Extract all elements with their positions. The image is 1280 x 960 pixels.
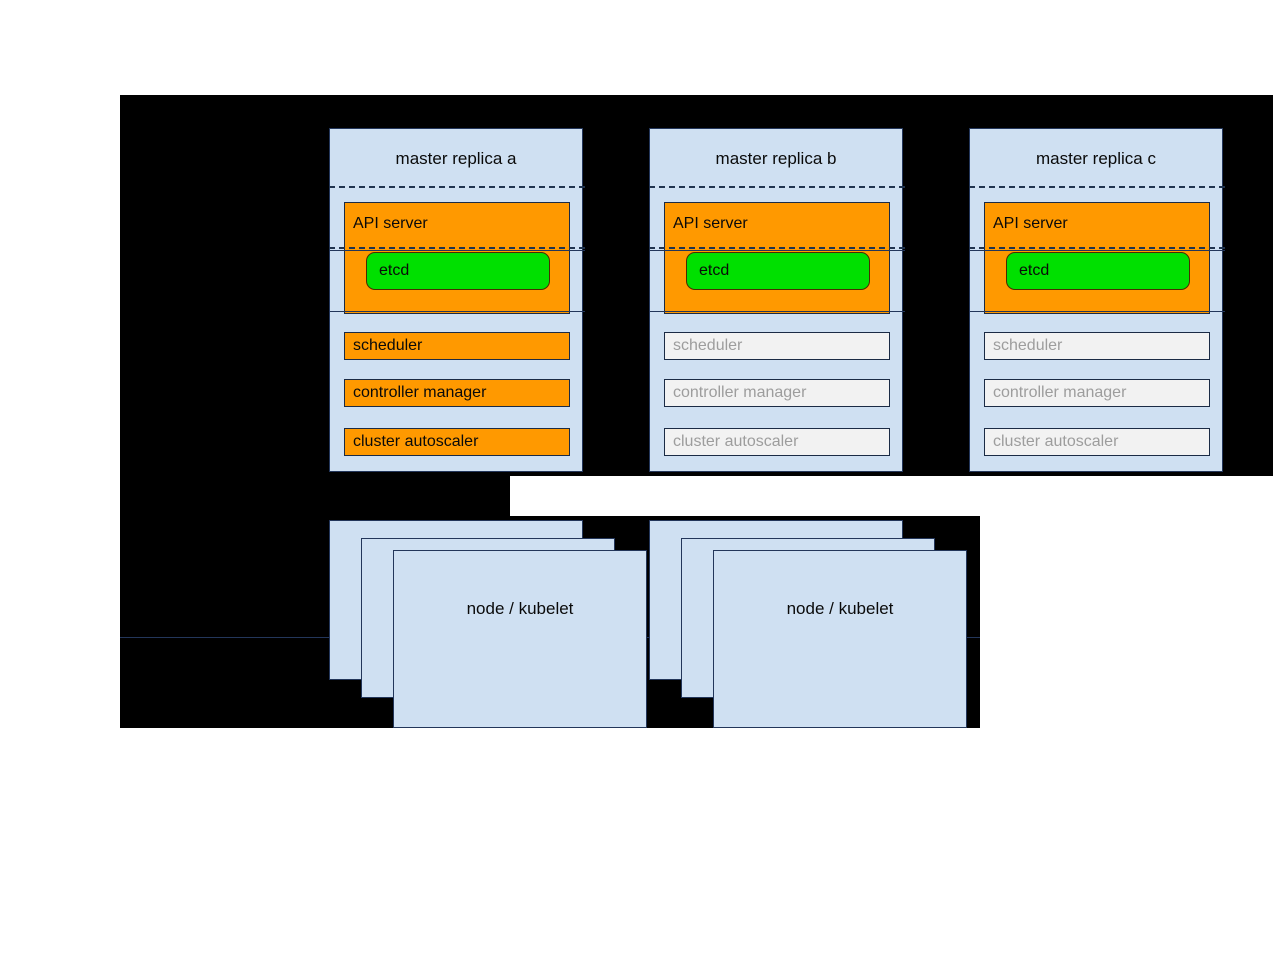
replica-c-api-server-label: API server (993, 215, 1068, 232)
replica-b-scheduler[interactable]: scheduler (664, 332, 890, 360)
replica-c-scheduler[interactable]: scheduler (984, 332, 1210, 360)
replica-b-cluster-autoscaler[interactable]: cluster autoscaler (664, 428, 890, 456)
master-replica-b-card[interactable]: master replica b API server etcd schedul… (649, 128, 905, 472)
replica-a-title-divider (329, 186, 585, 188)
replica-a-scheduler[interactable]: scheduler (344, 332, 570, 360)
replica-c-cluster-autoscaler[interactable]: cluster autoscaler (984, 428, 1210, 456)
replica-c-api-server-block[interactable]: API server etcd (984, 202, 1210, 314)
node-stack-1-label: node / kubelet (466, 599, 574, 618)
replica-c-title-divider (969, 186, 1225, 188)
replica-b-controller-manager[interactable]: controller manager (664, 379, 890, 407)
replica-c-etcd-band-bottom-rule (969, 311, 1225, 312)
replica-a-etcd-band-bottom-rule (329, 311, 585, 312)
node-stack-2-layer-front[interactable]: node / kubelet (713, 550, 967, 728)
replica-b-api-server-block[interactable]: API server etcd (664, 202, 890, 314)
replica-a-cluster-autoscaler[interactable]: cluster autoscaler (344, 428, 570, 456)
replica-a-api-etcd-divider (329, 247, 585, 249)
replica-a-api-server-label: API server (353, 215, 428, 232)
replica-c-etcd-box[interactable]: etcd (1006, 252, 1190, 290)
replica-a-etcd-box[interactable]: etcd (366, 252, 550, 290)
replica-b-api-etcd-divider (649, 247, 905, 249)
replica-b-etcd-box[interactable]: etcd (686, 252, 870, 290)
master-replica-c-title: master replica c (1036, 149, 1156, 168)
node-stack-2-label: node / kubelet (786, 599, 894, 618)
replica-c-controller-manager[interactable]: controller manager (984, 379, 1210, 407)
replica-c-api-etcd-divider (969, 247, 1225, 249)
master-replica-c-card[interactable]: master replica c API server etcd schedul… (969, 128, 1225, 472)
replica-a-api-server-block[interactable]: API server etcd (344, 202, 570, 314)
node-stack-1-layer-front[interactable]: node / kubelet (393, 550, 647, 728)
replica-b-title-divider (649, 186, 905, 188)
replica-b-etcd-band-top-rule (649, 250, 905, 251)
replica-b-etcd-band-bottom-rule (649, 311, 905, 312)
replica-c-etcd-band-top-rule (969, 250, 1225, 251)
master-replica-a-card[interactable]: master replica a API server etcd schedul… (329, 128, 585, 472)
master-replica-a-title: master replica a (395, 149, 517, 168)
master-replica-b-title: master replica b (715, 149, 837, 168)
replica-a-etcd-band-top-rule (329, 250, 585, 251)
replica-a-controller-manager[interactable]: controller manager (344, 379, 570, 407)
replica-b-api-server-label: API server (673, 215, 748, 232)
